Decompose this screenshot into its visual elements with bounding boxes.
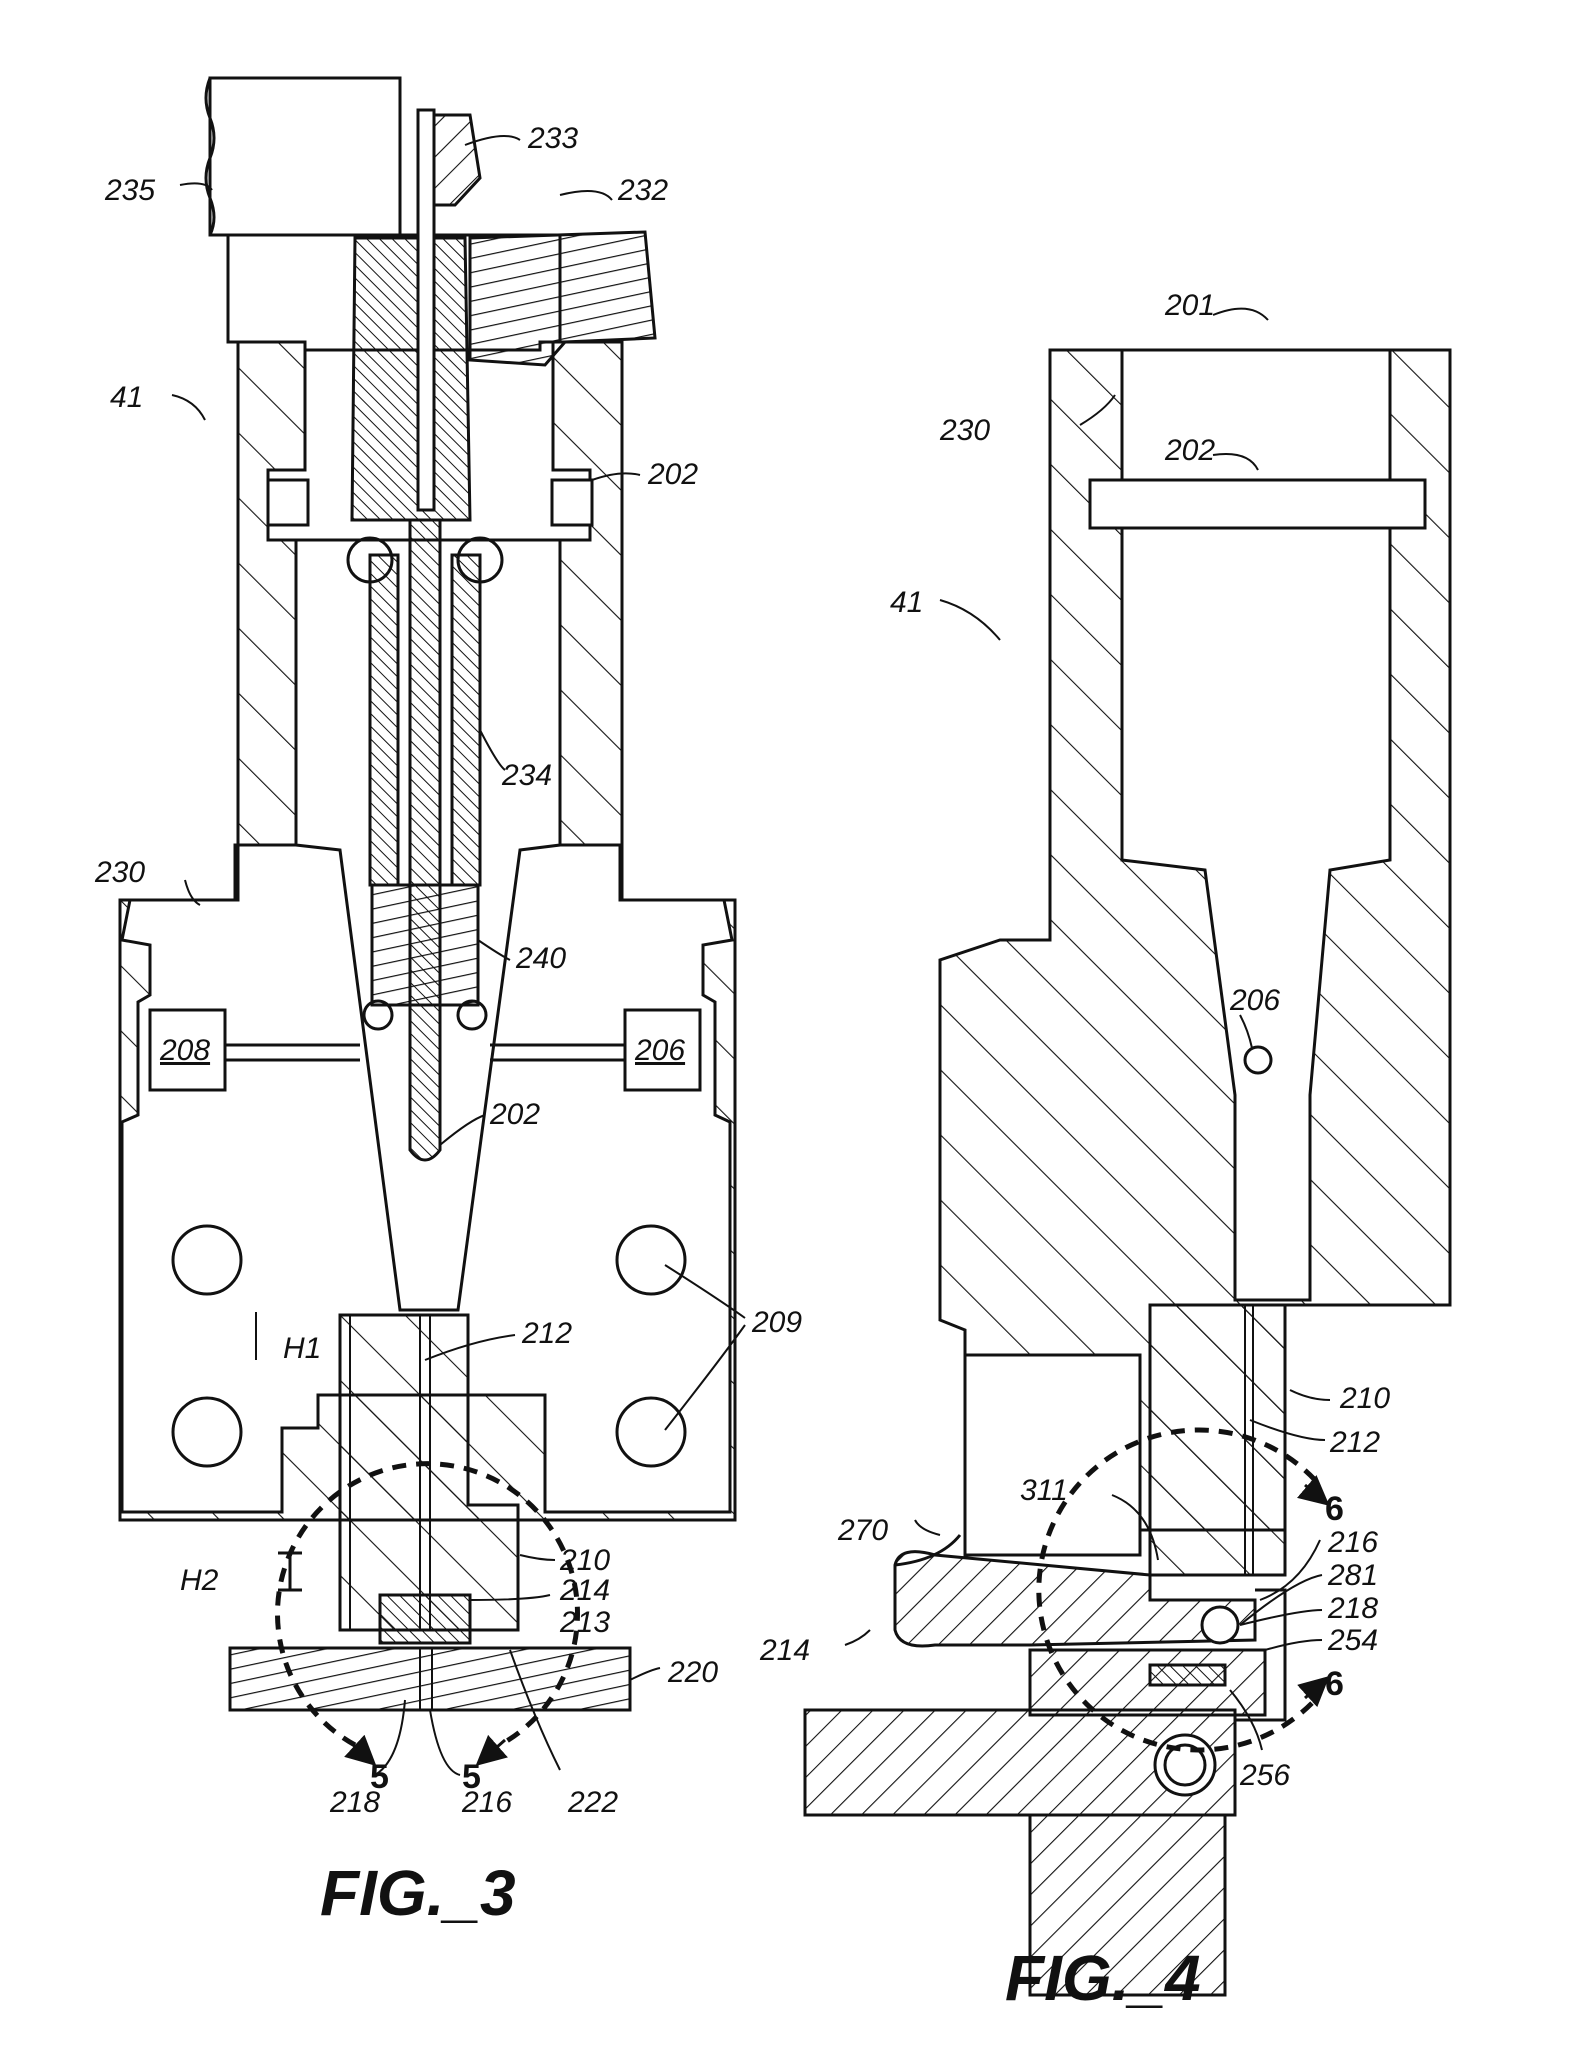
label-214-fig3: 214: [559, 1574, 610, 1607]
label-213: 213: [559, 1606, 610, 1639]
label-281: 281: [1327, 1559, 1378, 1592]
label-240: 240: [515, 942, 566, 975]
port-206-fig4: [1243, 1045, 1273, 1075]
label-234: 234: [501, 759, 552, 792]
insert-213: [378, 1593, 472, 1645]
pin-202-fig4: [1088, 478, 1427, 530]
hole-209-a: [171, 1224, 243, 1296]
label-210-fig4: 210: [1339, 1382, 1390, 1415]
label-233: 233: [527, 122, 578, 155]
label-41-fig3: 41: [110, 381, 143, 414]
arm-214: [893, 1550, 1257, 1648]
pin-202-left: [266, 478, 310, 527]
label-270: 270: [837, 1514, 888, 1547]
seat-256: [1148, 1663, 1227, 1687]
needle: [416, 108, 436, 512]
label-H2: H2: [180, 1564, 219, 1597]
hole-209-b: [615, 1224, 687, 1296]
collar-240: [370, 883, 480, 1007]
nozzle-210-fig4: [1148, 1303, 1287, 1577]
label-206-fig3: 206: [634, 1034, 685, 1067]
label-235: 235: [104, 174, 155, 207]
label-254: 254: [1327, 1624, 1378, 1657]
label-209: 209: [751, 1306, 802, 1339]
label-208: 208: [159, 1034, 210, 1067]
section-6-bottom: 6: [1325, 1665, 1344, 1703]
port-206: [623, 1008, 702, 1092]
base-plate-fig4: [1028, 1648, 1267, 1717]
bore-fig4: [1120, 348, 1392, 1302]
section-5-left: 5: [370, 1758, 389, 1796]
actuator-235: [204, 76, 402, 237]
label-41-fig4: 41: [890, 586, 923, 619]
pin-202-right: [550, 478, 594, 527]
label-230-fig4: 230: [939, 414, 990, 447]
label-311: 311: [1020, 1474, 1068, 1507]
label-206-fig4: 206: [1229, 984, 1280, 1017]
port-208: [148, 1008, 227, 1092]
section-5-right: 5: [462, 1758, 481, 1796]
label-202-top: 202: [647, 458, 698, 491]
hole-209-c: [171, 1396, 243, 1468]
label-220: 220: [667, 1656, 718, 1689]
ring-218-fig4: [1200, 1605, 1240, 1645]
label-216-fig4: 216: [1327, 1526, 1378, 1559]
label-216-fig3: 216: [461, 1786, 512, 1819]
label-201: 201: [1164, 289, 1215, 322]
caption-fig3: FIG._3: [320, 1857, 516, 1929]
label-218-fig3: 218: [329, 1786, 380, 1819]
detail-circle-6: [1036, 1427, 1317, 1753]
label-202-bottom: 202: [489, 1098, 540, 1131]
section-6-top: 6: [1325, 1490, 1344, 1528]
figure-3: 235 233 232 41 202 234 230 240 208 206 2…: [94, 76, 802, 1929]
label-212-fig4: 212: [1329, 1426, 1380, 1459]
label-222: 222: [567, 1786, 618, 1819]
caption-fig4: FIG._4: [1005, 1942, 1201, 2014]
label-218-fig4: 218: [1327, 1592, 1378, 1625]
label-H1: H1: [283, 1332, 321, 1365]
body-230: [118, 340, 737, 1522]
label-202-fig4: 202: [1164, 434, 1215, 467]
label-230-fig3: 230: [94, 856, 145, 889]
label-214-fig4: 214: [759, 1634, 810, 1667]
hole-209-d: [615, 1396, 687, 1468]
label-210-fig3: 210: [559, 1544, 610, 1577]
label-256: 256: [1239, 1759, 1290, 1792]
label-232: 232: [617, 174, 668, 207]
label-212-fig3: 212: [521, 1317, 572, 1350]
needle-tube: [408, 518, 442, 1162]
detail-circle-5: [275, 1461, 580, 1748]
figure-4: 201 230 202 41 206 210 212 311 6 216 270…: [759, 289, 1452, 2014]
stem-assembly: [350, 236, 472, 522]
lower-support: [1028, 1813, 1227, 1997]
